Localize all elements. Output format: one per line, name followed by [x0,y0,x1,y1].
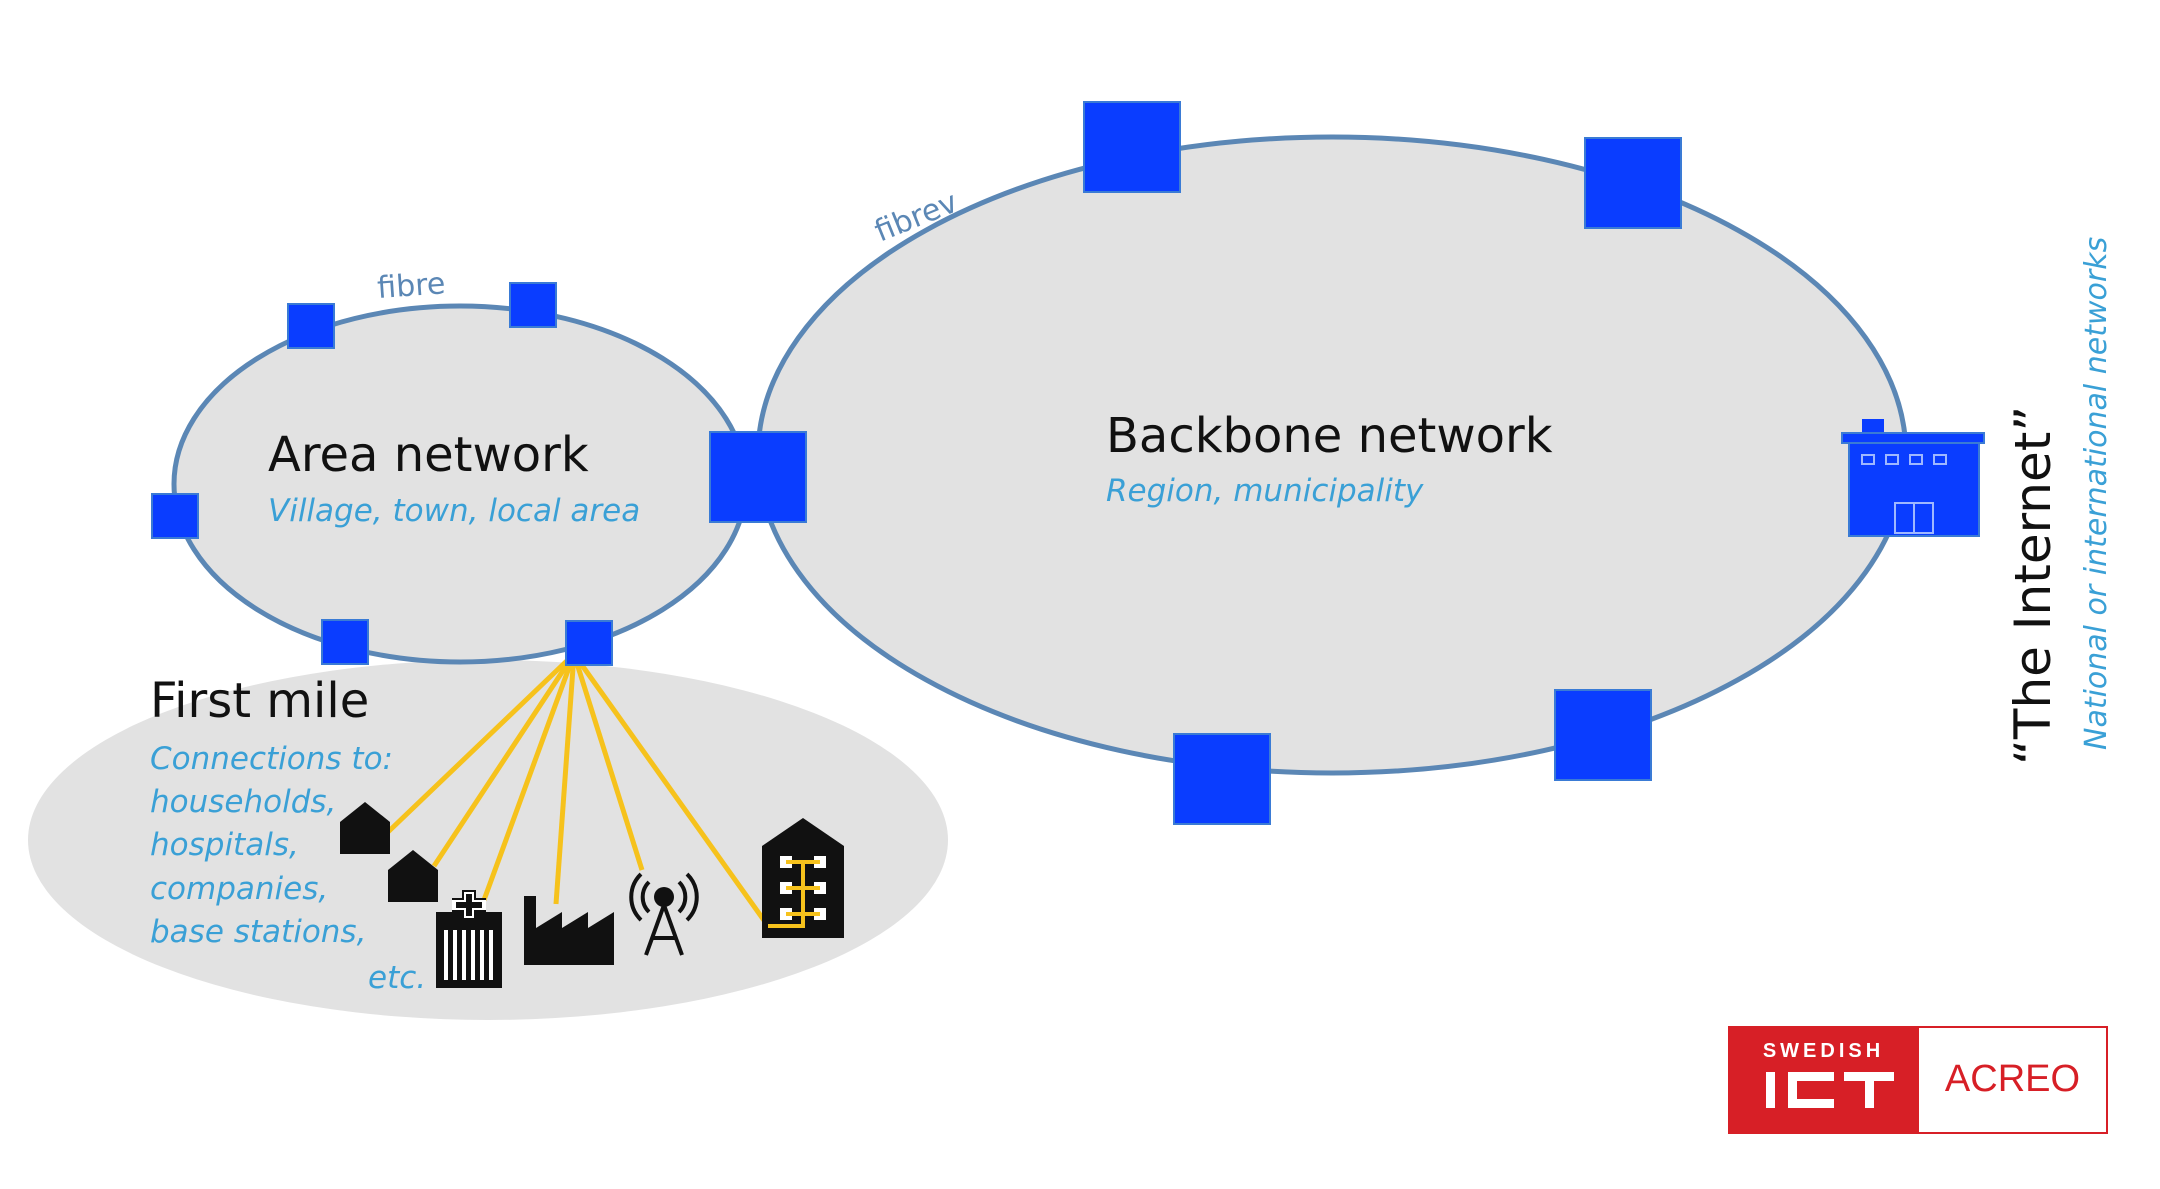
description-line: base stations, [150,914,366,950]
first-mile-connections [386,652,771,928]
connection-line [571,653,645,871]
connection-line [386,652,576,834]
house-icon [340,802,390,854]
internet-title: “The Internet” [2004,406,2062,765]
connection-line [481,653,577,901]
swedish-ict-logo: SWEDISH [1728,1026,1919,1134]
area-network-subtitle: Village, town, local area [268,493,640,529]
description-line: Connections to: [150,741,393,777]
connection-line [571,652,771,928]
acreo-logo: ACREO [1919,1026,2108,1134]
internet-subtitle: National or international networks [2079,237,2114,750]
backbone-node [1083,101,1181,193]
description-line: households, [150,784,336,820]
description-etc: etc. [368,960,426,996]
apartment-building-icon [762,818,844,938]
junction-node [709,431,807,523]
first-mile-node [565,620,613,666]
logo-acreo-text: ACREO [1944,1058,2081,1100]
description-line: companies, [150,871,328,907]
data-center-icon [1841,419,1985,537]
backbone-network-title: Backbone network [1106,408,1553,464]
hospital-icon [436,890,502,988]
area-network-ring [171,303,749,665]
backbone-network-subtitle: Region, municipality [1106,473,1424,509]
connection-line [553,653,577,905]
area-node [151,493,199,539]
house-icon [388,850,438,902]
backbone-node [1173,733,1271,825]
first-mile-description: Connections to: households, hospitals, c… [150,741,426,996]
connection-line [431,652,577,868]
area-node [509,282,557,328]
logo-swedish-text: SWEDISH [1762,1040,1885,1062]
first-mile-title: First mile [150,673,369,729]
area-node [287,303,335,349]
first-mile-area [28,660,948,1020]
backbone-node [1584,137,1682,229]
area-fibre-label: fibre [376,266,446,306]
backbone-node [1554,689,1652,781]
area-node [321,619,369,665]
ict-logo-mark [1766,1072,1894,1108]
area-network-title: Area network [268,427,589,483]
description-line: hospitals, [150,827,299,863]
radio-tower-icon [629,872,699,956]
factory-icon [524,896,614,965]
